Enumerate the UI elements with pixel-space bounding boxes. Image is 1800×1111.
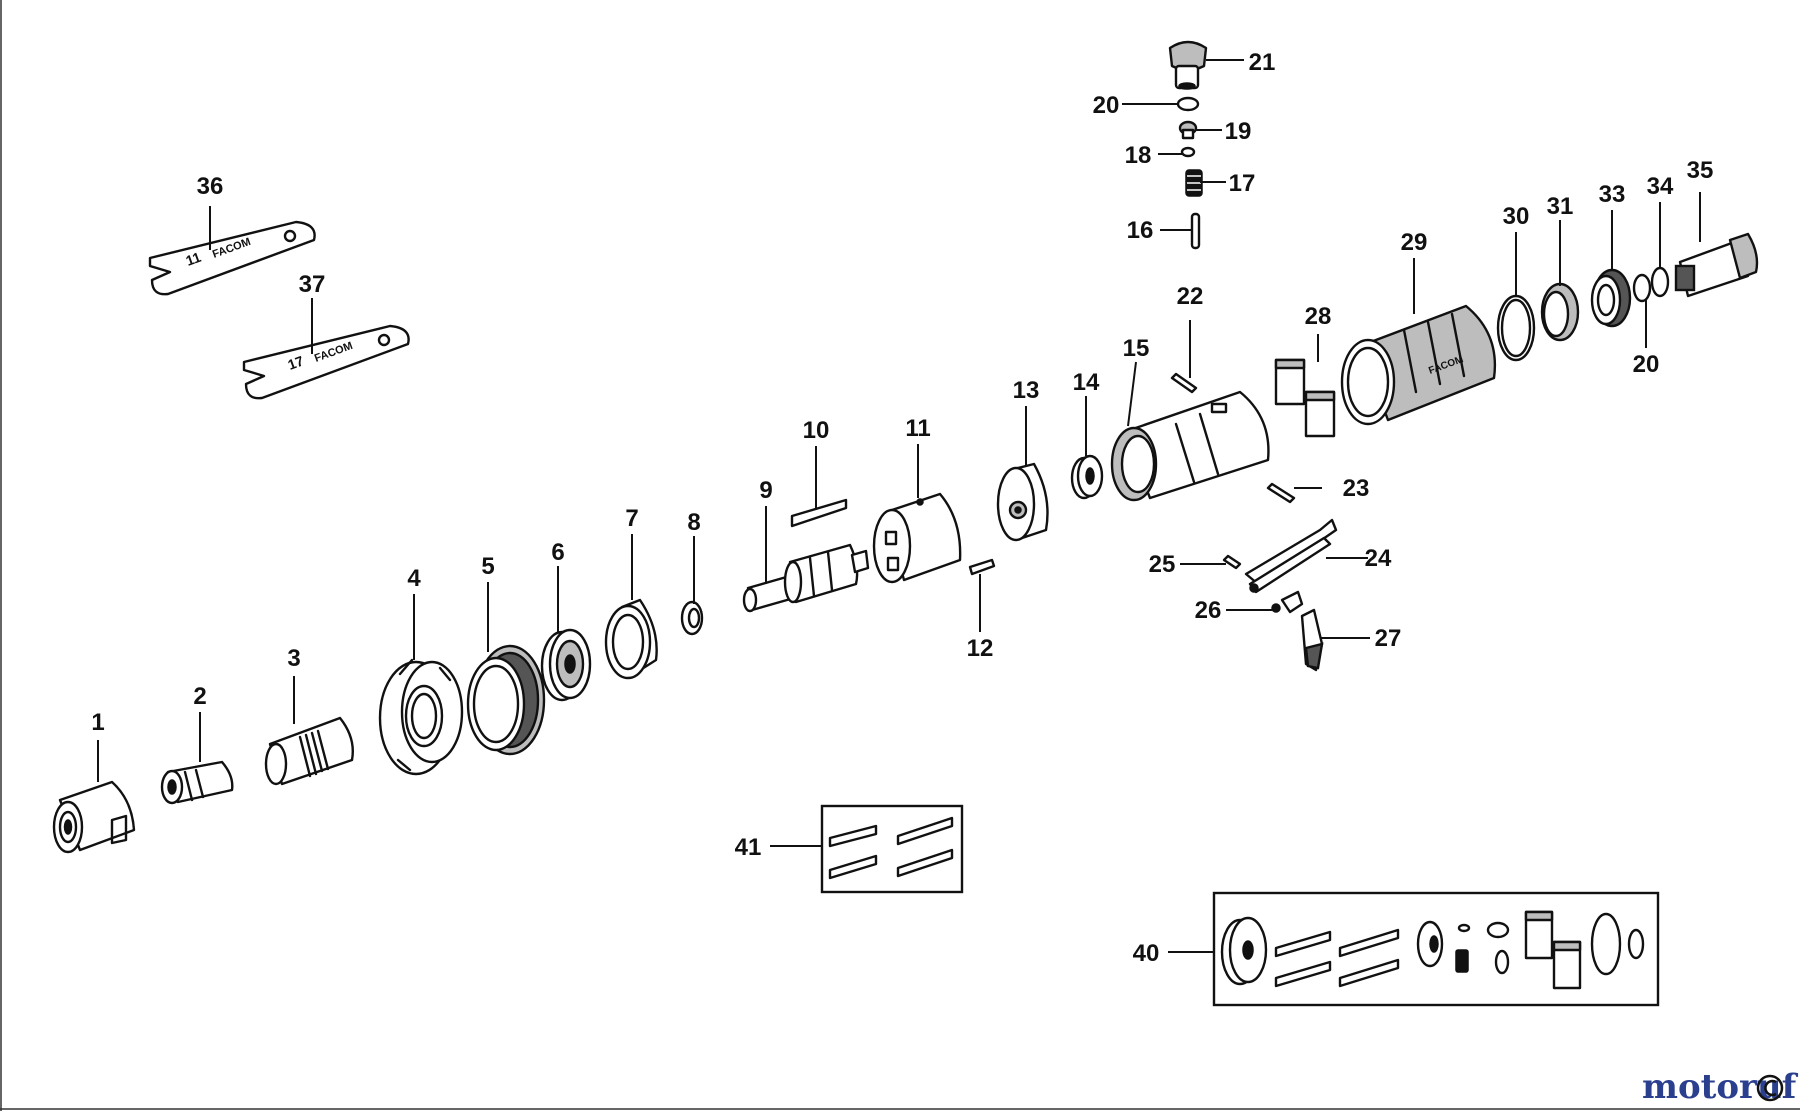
part-2-collet [160, 760, 234, 805]
part-9-rotor [742, 543, 870, 613]
part-12-pin [968, 558, 996, 576]
label-21: 21 [1249, 49, 1276, 76]
label-9: 9 [759, 477, 772, 504]
part-14-bearing [1070, 454, 1104, 500]
label-34: 34 [1647, 173, 1674, 200]
part-8-ring [680, 600, 704, 636]
label-30: 30 [1503, 203, 1530, 230]
part-6-bearing [540, 628, 592, 702]
label-14: 14 [1073, 369, 1100, 396]
label-20-lower: 20 [1633, 351, 1660, 378]
label-3: 3 [287, 645, 300, 672]
part-18-o-ring [1180, 146, 1196, 158]
part-25-pin [1222, 554, 1242, 570]
wrench-36-size: 11 [184, 249, 204, 269]
label-8: 8 [687, 509, 700, 536]
label-12: 12 [967, 635, 994, 662]
part-1-collet-nut [52, 780, 136, 854]
part-13-end-plate [996, 462, 1049, 542]
part-4-front-cap [378, 658, 464, 776]
part-24-lever [1244, 518, 1338, 594]
label-19: 19 [1225, 118, 1252, 145]
watermark-text: motoruf [1642, 1067, 1799, 1107]
part-33-bushing [1590, 268, 1632, 328]
part-37-wrench: 17 FACOM [242, 324, 410, 400]
label-37: 37 [299, 271, 326, 298]
leader-lines [97, 59, 1701, 953]
label-29: 29 [1401, 229, 1428, 256]
part-41-vane-kit [820, 804, 964, 894]
label-41: 41 [735, 834, 762, 861]
label-16: 16 [1127, 217, 1154, 244]
label-6: 6 [551, 539, 564, 566]
label-17: 17 [1229, 170, 1256, 197]
label-13: 13 [1013, 377, 1040, 404]
label-36: 36 [197, 173, 224, 200]
label-40: 40 [1133, 940, 1160, 967]
part-20-o-ring-lower [1632, 273, 1652, 303]
label-23: 23 [1343, 475, 1370, 502]
part-23-pin [1266, 482, 1296, 504]
part-34-o-ring [1650, 266, 1670, 298]
part-28-silencer-blocks [1274, 358, 1336, 438]
label-4: 4 [407, 565, 421, 592]
label-11: 11 [905, 415, 930, 442]
part-15-motor-housing [1110, 390, 1270, 502]
label-28: 28 [1305, 303, 1332, 330]
part-30-o-ring [1496, 294, 1536, 362]
copyright-c-icon [1756, 1074, 1784, 1102]
label-20-upper: 20 [1093, 92, 1120, 119]
part-27-trigger [1300, 608, 1324, 672]
part-3-spindle [264, 716, 354, 786]
part-40-service-kit [1212, 891, 1660, 1007]
part-10-vane [790, 498, 848, 528]
label-22: 22 [1177, 283, 1204, 310]
part-35-air-inlet [1674, 232, 1759, 298]
watermark-logo: motoruf [1642, 1067, 1799, 1107]
label-31: 31 [1547, 193, 1574, 220]
part-19-valve [1178, 120, 1198, 140]
wrench-37-size: 17 [286, 352, 306, 372]
label-18: 18 [1125, 142, 1152, 169]
label-10: 10 [803, 417, 830, 444]
label-7: 7 [625, 505, 638, 532]
part-20-o-ring-upper [1176, 96, 1200, 112]
part-11-cylinder [872, 492, 962, 584]
label-5: 5 [481, 553, 494, 580]
part-17-spring [1185, 169, 1203, 197]
label-35: 35 [1687, 157, 1714, 184]
label-33: 33 [1599, 181, 1626, 208]
part-21-regulator [1168, 40, 1208, 90]
part-36-wrench: 11 FACOM [148, 220, 316, 296]
part-26-screw [1271, 590, 1304, 614]
label-24: 24 [1365, 545, 1392, 572]
label-2: 2 [193, 683, 206, 710]
part-31-retaining-ring [1540, 282, 1580, 342]
label-1: 1 [91, 709, 104, 736]
part-labels: 1 2 3 4 5 6 7 8 9 10 11 12 13 14 15 16 1… [91, 49, 1713, 967]
label-15: 15 [1123, 335, 1150, 362]
label-25: 25 [1149, 551, 1176, 578]
part-5-ring-nut [466, 644, 546, 756]
part-29-handle-grip: FACOM [1340, 304, 1497, 426]
part-7-sleeve [604, 598, 658, 680]
part-22-pin [1170, 372, 1198, 394]
label-26: 26 [1195, 597, 1222, 624]
part-16-pin [1190, 212, 1201, 250]
label-27: 27 [1375, 625, 1402, 652]
